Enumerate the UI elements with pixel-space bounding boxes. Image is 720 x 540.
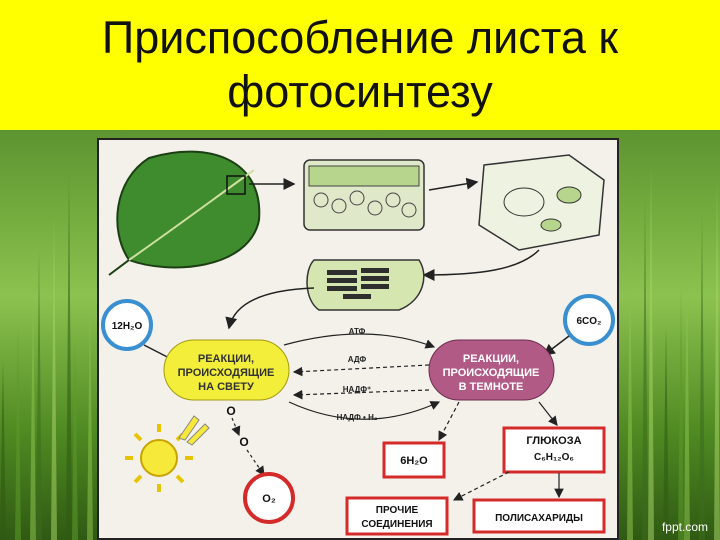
glucose-label: ГЛЮКОЗА [526, 435, 581, 447]
nadp-label: НАДФ⁺ [343, 385, 372, 394]
other-compounds-line-1: ПРОЧИЕ [376, 505, 419, 516]
grass-blade [627, 236, 633, 540]
leaf-illustration [108, 150, 261, 276]
water-output-label: 6H₂O [400, 455, 428, 467]
arrow-oxygen-2 [246, 449, 265, 476]
title-bar: Приспособление листа к фотосинтезу [0, 0, 720, 130]
co2-input-node: 6CO₂ [563, 294, 615, 346]
light-reactions-line-3: НА СВЕТУ [198, 381, 254, 393]
grass-blade [30, 286, 36, 540]
arrow-nadp [292, 389, 430, 400]
arrow-dark-to-glucose [538, 401, 558, 426]
light-reactions-node: РЕАКЦИИ, ПРОИСХОДЯЩИЕ НА СВЕТУ [163, 339, 290, 401]
dark-reactions-line-1: РЕАКЦИИ, [463, 353, 519, 365]
arrow-cell-to-chloroplast [422, 249, 540, 281]
water-output-node: 6H₂O [382, 441, 446, 479]
other-compounds-line-2: СОЕДИНЕНИЯ [361, 519, 432, 530]
oxygen-output-label: O₂ [262, 493, 276, 505]
grass-blade [714, 177, 720, 540]
arrow-atp [283, 333, 436, 349]
arrow-chloroplast-to-reactions [225, 287, 315, 330]
dark-reactions-line-3: В ТЕМНОТЕ [459, 381, 524, 393]
light-reactions-line-1: РЕАКЦИИ, [198, 353, 254, 365]
oxygen-atom-2: O [239, 435, 248, 449]
arrow-section-to-cell [428, 177, 479, 191]
grass-blade [699, 214, 705, 540]
grass-blade [648, 162, 654, 540]
glucose-formula: C₆H₁₂O₆ [534, 452, 574, 463]
glucose-node: ГЛЮКОЗА C₆H₁₂O₆ [502, 426, 606, 474]
grass-blade [51, 212, 57, 540]
nadph-label: НАДФ • Н₂ [337, 413, 378, 422]
grass-blade [684, 251, 690, 540]
grass-blade [15, 323, 21, 540]
water-input-label: 12H₂O [112, 321, 143, 332]
polysaccharides-node: ПОЛИСАХАРИДЫ [472, 498, 606, 534]
other-compounds-node: ПРОЧИЕ СОЕДИНЕНИЯ [345, 496, 449, 536]
diagram-canvas: 12H₂O 6CO₂ РЕАКЦИИ, ПРОИСХОДЯЩИЕ НА СВЕТ… [101, 150, 615, 536]
grass-blade [678, 288, 684, 540]
arrow-glucose-to-other [452, 471, 510, 501]
co2-input-label: 6CO₂ [576, 316, 601, 327]
grass-blade [36, 249, 42, 540]
oxygen-atom-1: O [226, 404, 235, 418]
dark-reactions-line-2: ПРОИСХОДЯЩИЕ [443, 367, 540, 379]
photosynthesis-diagram: 12H₂O 6CO₂ РЕАКЦИИ, ПРОИСХОДЯЩИЕ НА СВЕТ… [97, 138, 619, 540]
arrow-oxygen-1 [231, 417, 241, 437]
grass-blade [87, 301, 93, 540]
grass-blade [663, 325, 669, 540]
arrow-adp [292, 364, 430, 377]
grass-blade [642, 199, 648, 540]
sun-illustration [125, 415, 210, 492]
dark-reactions-node: РЕАКЦИИ, ПРОИСХОДЯЩИЕ В ТЕМНОТЕ [428, 339, 555, 401]
water-input-node: 12H₂O [101, 299, 153, 351]
leaf-section-illustration [303, 159, 425, 231]
arrow-nadph [288, 401, 441, 420]
atp-label: АТФ [349, 327, 366, 336]
cell-illustration [478, 154, 605, 251]
light-reactions-line-2: ПРОИСХОДЯЩИЕ [178, 367, 275, 379]
chloroplast-illustration [306, 259, 425, 311]
arrow-dark-to-water [438, 401, 460, 442]
credit-text: fppt.com [661, 520, 708, 534]
polysaccharides-label: ПОЛИСАХАРИДЫ [495, 513, 583, 524]
adp-label: АДФ [348, 355, 367, 364]
grass-blade [0, 360, 6, 540]
slide-title: Приспособление листа к фотосинтезу [101, 12, 619, 117]
grass-blade [72, 338, 78, 540]
grass-blade [66, 175, 72, 540]
oxygen-output-node: O₂ [243, 472, 295, 524]
